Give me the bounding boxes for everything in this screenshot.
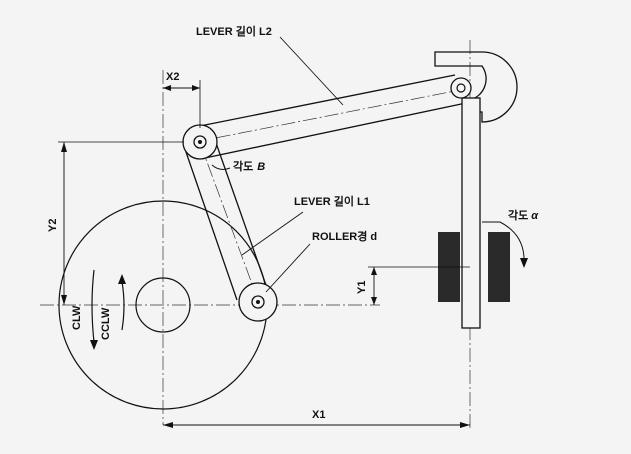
roller	[238, 282, 278, 322]
angle-b-arc	[211, 164, 231, 170]
l1-leader	[241, 211, 304, 256]
lever-l2-edge-bottom	[204, 102, 467, 159]
angle-a-arrow	[520, 258, 528, 268]
dimension-y1: Y1	[356, 266, 470, 305]
guide-roller-right	[488, 232, 510, 302]
lever-l2	[199, 74, 467, 159]
lever-l1	[185, 139, 268, 301]
slider-joint-pin	[456, 83, 466, 93]
angle-indicators	[211, 164, 528, 268]
slider-rod	[461, 97, 481, 329]
ccw-rotation-arc	[121, 281, 125, 331]
roller-leader	[265, 243, 311, 293]
slider-hook	[434, 51, 518, 123]
x1-arrow-left	[163, 422, 173, 428]
angle-a-symbol: α	[531, 210, 539, 222]
angle-b-prefix: 각도	[233, 159, 253, 173]
lever-l2-centerline	[194, 87, 471, 143]
y2-label: Y2	[47, 219, 59, 232]
pivot-b	[182, 124, 218, 160]
clw-label: CLW	[71, 305, 83, 330]
lever-l1-label: LEVER 길이 L1	[294, 194, 370, 208]
angle-a-arc	[499, 221, 525, 263]
dimension-x1: X1	[163, 409, 470, 428]
y2-arrow-bottom	[61, 295, 67, 305]
angle-b-symbol: B	[257, 161, 265, 173]
leader-lines	[241, 36, 344, 293]
lever-l2-label: LEVER 길이 L2	[196, 24, 272, 38]
x1-label: X1	[312, 409, 325, 421]
x2-arrow-left	[163, 85, 171, 91]
x2-arrow-right	[192, 85, 200, 91]
cw-rotation-arc	[91, 269, 95, 343]
lever-l2-edge-top	[199, 74, 456, 127]
y1-label: Y1	[356, 281, 368, 294]
l2-leader	[279, 36, 344, 106]
roller-diameter-label: ROLLER경 d	[312, 229, 377, 243]
cw-arrow-head	[90, 340, 98, 350]
x2-label: X2	[166, 71, 179, 83]
center-lines	[40, 40, 471, 430]
angle-b-label: 각도 B	[233, 159, 265, 173]
cclw-label: CCLW	[100, 307, 112, 340]
lever-l1-centerline	[199, 142, 259, 301]
x1-arrow-right	[460, 422, 470, 428]
cam-hub-circle	[135, 277, 191, 333]
roller-center	[256, 300, 260, 304]
ccw-arrow-head	[118, 274, 126, 284]
y1-arrow-top	[371, 267, 377, 275]
dimension-y2: Y2	[47, 141, 184, 305]
slider	[434, 51, 518, 329]
y1-arrow-bottom	[371, 297, 377, 305]
pivot-b-center	[198, 140, 202, 144]
angle-a-prefix: 각도	[508, 208, 528, 222]
lever-l1-edge-right	[214, 139, 268, 289]
y2-arrow-top	[61, 142, 67, 152]
dimension-x2: X2	[163, 71, 201, 128]
lever-l1-edge-left	[185, 151, 238, 301]
